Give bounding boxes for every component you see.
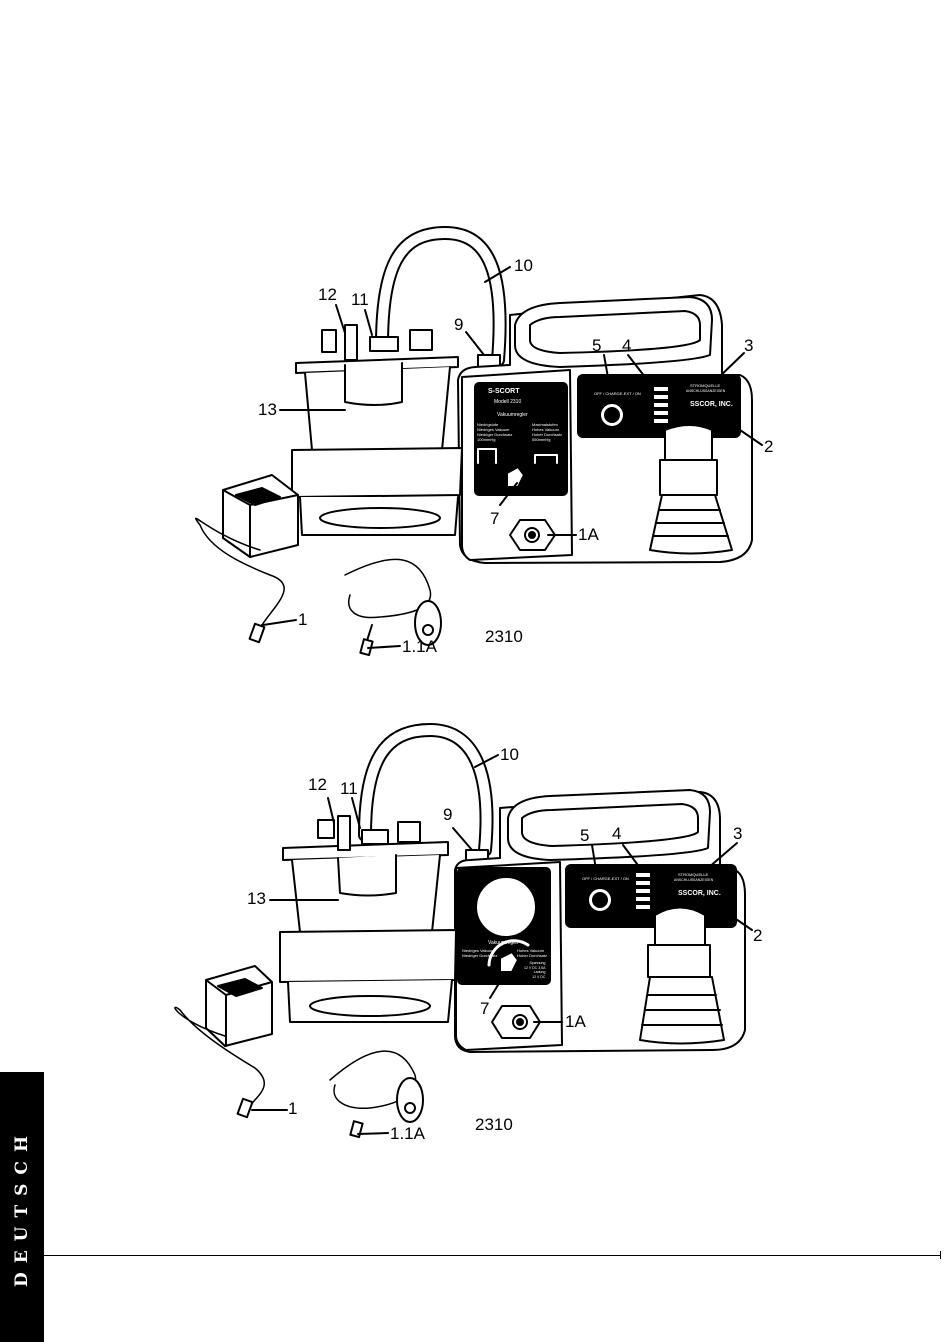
panel-left-line: Niedriges Vakuum (477, 427, 510, 432)
switch-label: OFF / CHARGE-EXT / ON (594, 391, 641, 396)
panel-left-line: Niedrigstufe (477, 422, 499, 427)
model-number-label: 2310 (485, 627, 523, 646)
panel-regulator-label: Vakuumregler (497, 412, 528, 418)
panel-right-line: Hoher Durchsatz (517, 953, 548, 958)
panel-right-line: Hoher Durchsatz (532, 432, 563, 437)
panel-model: Modell 2310 (494, 399, 522, 405)
panel-brand-logo: SSCOR, INC. (678, 890, 721, 897)
callout-9: 9 (443, 805, 453, 824)
callout-13: 13 (247, 889, 266, 908)
callout-5: 5 (580, 826, 590, 845)
suction-unit-drawing-alt (174, 723, 753, 1139)
panel-specs: Spannung 12 V DC 3,5A Ladung 12 V DC (524, 961, 545, 979)
suction-unit-drawing (194, 226, 763, 657)
panel-left-line: Niedriger Durchsatz (462, 953, 498, 958)
callout-7: 7 (490, 509, 500, 528)
callout-10: 10 (500, 745, 519, 764)
panel-regulator-label: Vakuumregler (488, 940, 519, 946)
panel-right-line: Hohes Vakuum (517, 948, 545, 953)
callout-11: 11 (340, 779, 358, 798)
callout-9: 9 (454, 315, 464, 334)
panel-left-line: 100mmHg (477, 437, 496, 442)
callout-3: 3 (744, 336, 754, 355)
callout-1-1a: 1.1A (402, 637, 437, 656)
panel-spec-line: Spannung (529, 961, 546, 965)
panel-left-column: Niedrigstufe Niedriges Vakuum Niedriger … (477, 422, 512, 442)
power-source-sub: ANSCHLUSSANZEIGEN (674, 878, 714, 882)
panel-brand-logo: SSCOR, INC. (690, 401, 733, 408)
panel-right-column: Hohes Vakuum Hoher Durchsatz (517, 948, 547, 958)
callout-4: 4 (622, 336, 632, 355)
device-illustration-top: 10 12 11 9 5 4 3 13 2 7 1A 1 1.1A 2310 S… (0, 205, 950, 725)
power-source-label: STROMQUELLE (690, 383, 721, 388)
panel-spec-line: 12 V DC (532, 974, 546, 979)
panel-right-line: Maximalstufen (532, 422, 558, 427)
callout-13: 13 (258, 400, 277, 419)
language-side-tab: DEUTSCH (0, 1072, 44, 1342)
callout-12: 12 (318, 285, 337, 304)
callout-10: 10 (514, 256, 533, 275)
model-number-label: 2310 (475, 1115, 513, 1134)
device-illustration-bottom: 10 12 11 9 5 4 3 13 2 7 1A 1 1.1A 2310 V… (0, 700, 950, 1220)
panel-left-line: Niedriger Durchsatz (477, 432, 513, 437)
callout-1a: 1A (565, 1012, 586, 1031)
panel-left-line: Niedriges Vakuum (462, 948, 495, 953)
callout-11: 11 (351, 290, 369, 309)
footer-divider-end (940, 1251, 941, 1259)
callout-12: 12 (308, 775, 327, 794)
power-source-sub: ANSCHLUSSANZEIGEN (686, 389, 726, 393)
callout-1: 1 (298, 610, 308, 629)
callout-7: 7 (480, 999, 490, 1018)
switch-label: OFF / CHARGE-EXT / ON (582, 876, 629, 881)
panel-spec-line: Ladung (533, 970, 546, 974)
callout-5: 5 (592, 336, 602, 355)
callout-1-1a: 1.1A (390, 1124, 425, 1143)
callout-1: 1 (288, 1099, 298, 1118)
language-label: DEUTSCH (12, 1126, 32, 1288)
footer-divider (44, 1255, 940, 1256)
callout-2: 2 (753, 926, 763, 945)
panel-right-line: Hohes Vakuum (532, 427, 560, 432)
callout-2: 2 (764, 437, 774, 456)
panel-brand: S-SCORT (488, 388, 520, 395)
panel-left-column: Niedriges Vakuum Niedriger Durchsatz (462, 948, 497, 958)
callout-3: 3 (733, 824, 743, 843)
power-source-label: STROMQUELLE (678, 872, 709, 877)
panel-right-column: Maximalstufen Hohes Vakuum Hoher Durchsa… (532, 422, 562, 442)
callout-4: 4 (612, 824, 622, 843)
panel-right-line: 550mmHg (532, 437, 551, 442)
panel-spec-line: 12 V DC 3,5A (524, 965, 546, 970)
callout-1a: 1A (578, 525, 599, 544)
